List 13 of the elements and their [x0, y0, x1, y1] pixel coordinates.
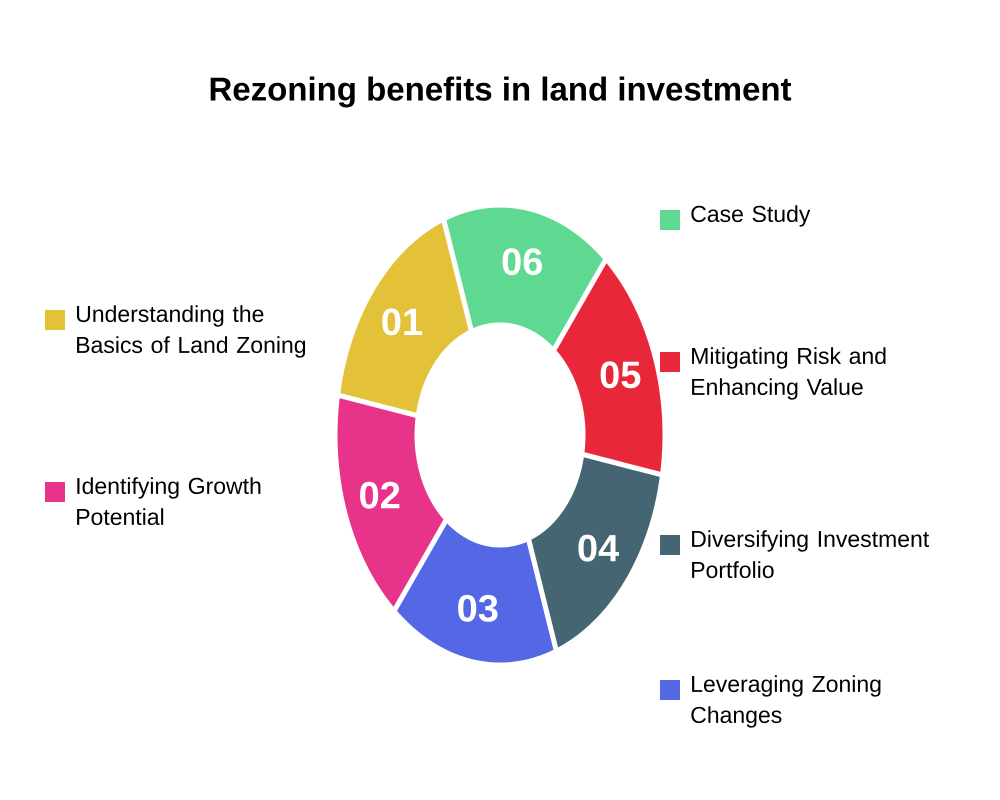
ring-segment: 02	[332, 392, 450, 614]
legend-label: Leveraging Zoning Changes	[691, 675, 880, 728]
ring-segment: 01	[335, 216, 474, 418]
legend-label: Identifying Growth Potential	[77, 477, 260, 526]
ring-segment: 05	[550, 256, 668, 478]
legend-label: Diversifying Investment Portfolio	[692, 530, 930, 578]
title: Rezoning benefits in land investment	[210, 76, 792, 108]
ring-segment: 03	[391, 516, 559, 668]
ring-segment: 06	[441, 202, 609, 354]
legend-label: Mitigating Risk and Enhancing Value	[692, 347, 886, 400]
legend-label: Understanding the Basics of Land Zoning	[76, 305, 306, 358]
legend-label: Case Study	[691, 205, 810, 227]
ring-segment: 04	[526, 452, 665, 654]
